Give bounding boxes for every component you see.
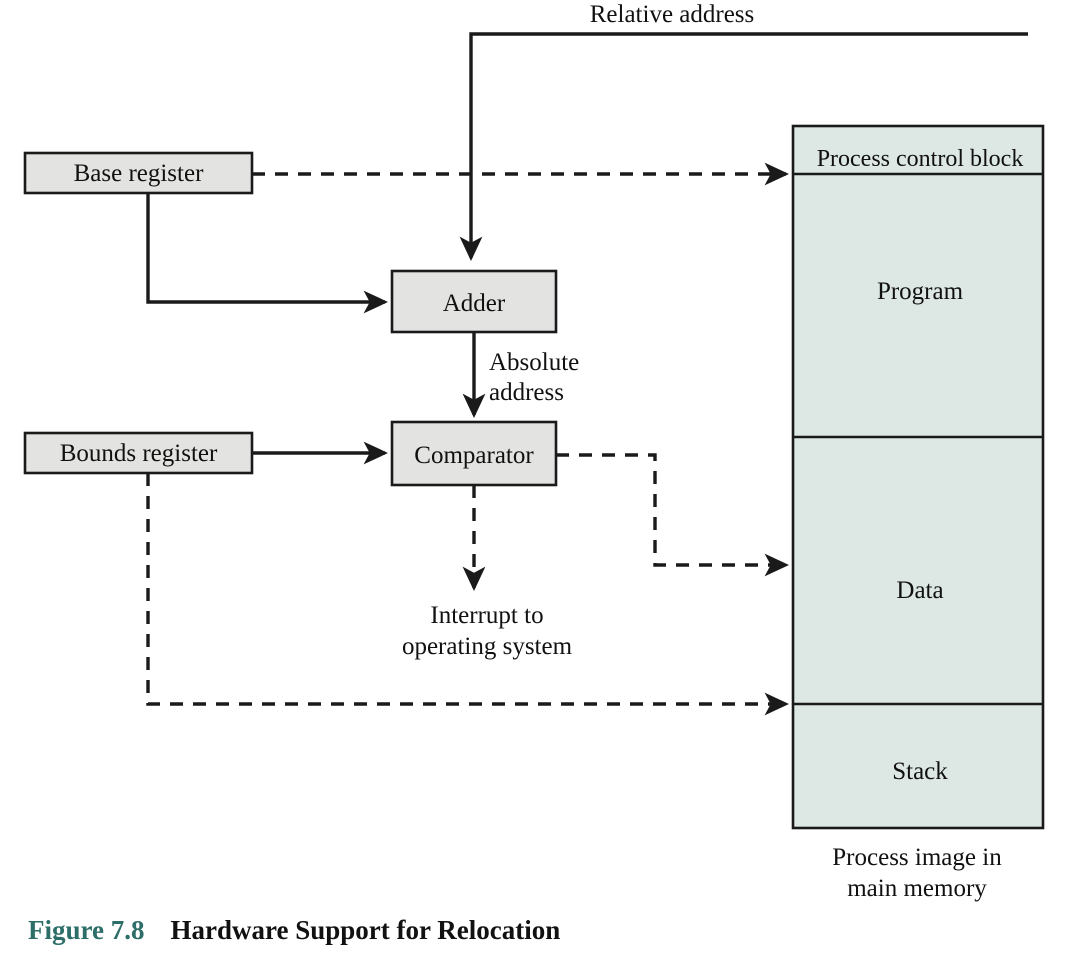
interrupt-edge: Interrupt to operating system bbox=[402, 485, 573, 660]
adder-label: Adder bbox=[443, 290, 506, 317]
relative-address-label: Relative address bbox=[590, 1, 755, 28]
process-control-block-label: Process control block bbox=[817, 146, 1024, 172]
process-image-caption-line1: Process image in bbox=[832, 844, 1002, 871]
figure-title: Hardware Support for Relocation bbox=[170, 915, 561, 945]
comparator-to-memory-edge bbox=[556, 453, 790, 577]
base-register-label: Base register bbox=[74, 160, 204, 187]
process-image-caption: Process image in main memory bbox=[832, 844, 1002, 902]
process-image-caption-line2: main memory bbox=[847, 875, 987, 902]
data-segment-label: Data bbox=[896, 577, 943, 604]
stack-segment-label: Stack bbox=[892, 758, 948, 785]
base-to-adder-edge bbox=[146, 193, 389, 314]
comparator-box: Comparator bbox=[390, 420, 558, 487]
bounds-to-memory-edge bbox=[146, 473, 790, 716]
absolute-address-edge: Absolute address bbox=[462, 332, 579, 419]
figure-caption: Figure 7.8 Hardware Support for Relocatio… bbox=[28, 915, 560, 946]
adder-box: Adder bbox=[390, 269, 558, 334]
bounds-register-box: Bounds register bbox=[23, 431, 254, 475]
relative-address-edge: Relative address bbox=[459, 1, 1028, 262]
program-segment-label: Program bbox=[877, 278, 964, 305]
base-register-box: Base register bbox=[23, 151, 254, 195]
figure-number: Figure 7.8 bbox=[28, 915, 145, 945]
process-image-block: Process control block Program Data Stack bbox=[791, 124, 1045, 830]
interrupt-label-line2: operating system bbox=[402, 633, 573, 660]
comparator-label: Comparator bbox=[414, 442, 534, 469]
absolute-address-label-line2: address bbox=[489, 379, 564, 406]
absolute-address-label-line1: Absolute bbox=[489, 349, 579, 376]
bounds-register-label: Bounds register bbox=[60, 440, 218, 467]
interrupt-label-line1: Interrupt to bbox=[430, 602, 543, 629]
